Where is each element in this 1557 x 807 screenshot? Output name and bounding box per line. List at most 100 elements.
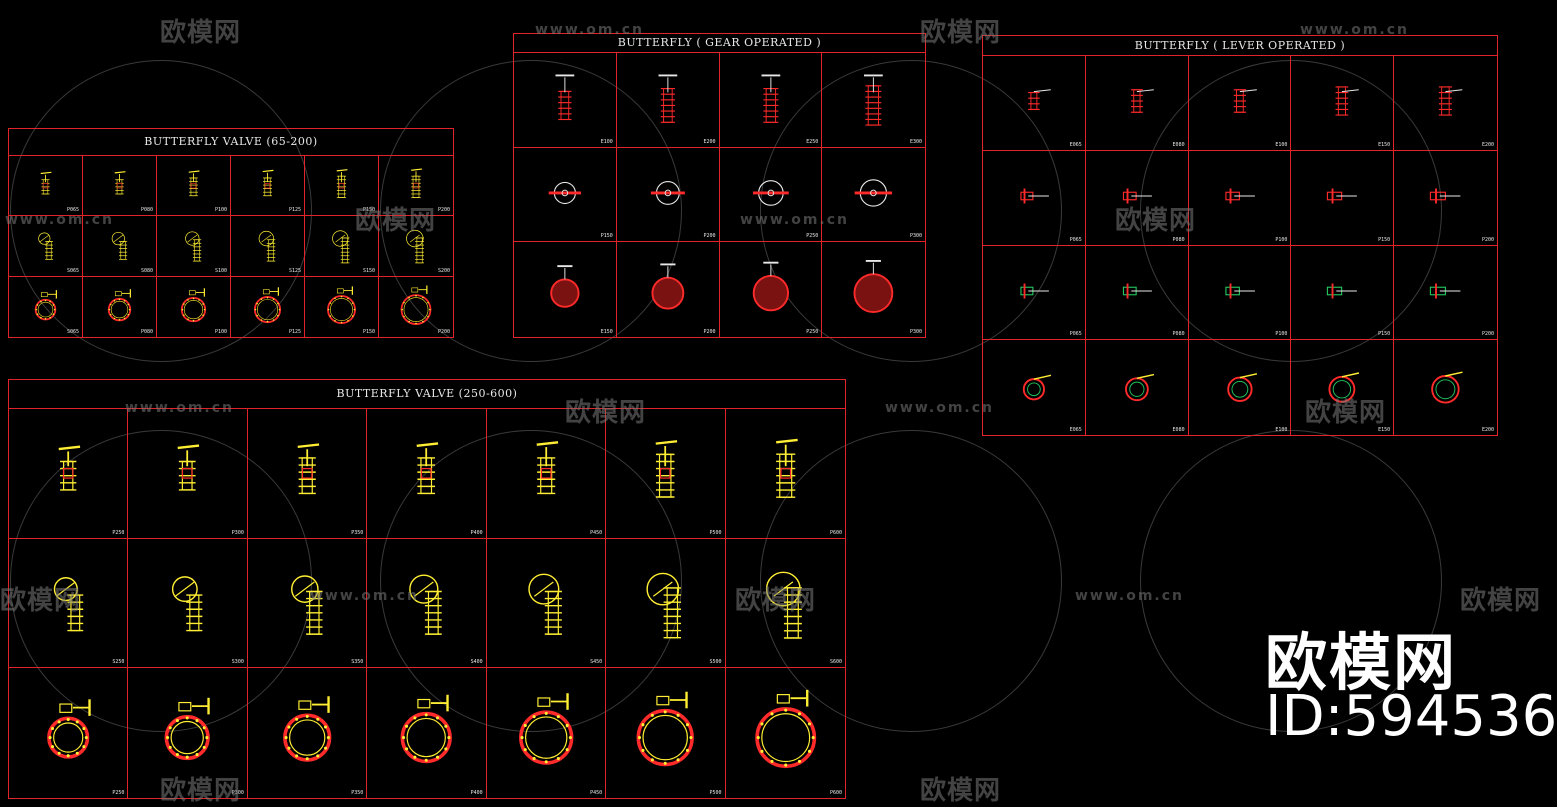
- valve-symbol: [409, 574, 442, 635]
- valve-block-cell: P065: [983, 150, 1086, 246]
- valve-symbol: [765, 571, 802, 639]
- valve-block-cell: E065: [983, 56, 1086, 151]
- valve-block-cell: P350: [247, 409, 368, 539]
- valve-block-cell: P200: [1394, 151, 1497, 246]
- block-label: E100: [600, 138, 613, 145]
- valve-symbol: [854, 178, 893, 207]
- valve-block-cell: P400: [367, 409, 487, 539]
- valve-block-cell: P125: [231, 276, 305, 337]
- block-label: P300: [909, 328, 922, 335]
- block-label: P200: [1481, 331, 1494, 338]
- valve-symbol: [550, 265, 580, 309]
- valve-symbol: [34, 289, 57, 320]
- watermark-url: www.om.cn: [885, 400, 995, 416]
- valve-symbol: [111, 232, 128, 260]
- block-label: E080: [1172, 141, 1185, 148]
- block-label: P065: [1069, 236, 1082, 243]
- valve-block-cell: S300: [128, 538, 248, 669]
- watermark-brand: 欧模网: [160, 18, 242, 48]
- block-label: E080: [1172, 427, 1185, 433]
- block-label: S400: [470, 659, 483, 666]
- valve-block-cell: P080: [1085, 245, 1189, 341]
- valve-symbol: [411, 168, 422, 198]
- block-label: P080: [1172, 331, 1185, 338]
- block-label: P150: [362, 328, 375, 335]
- valve-block-cell: E200: [1394, 56, 1497, 151]
- valve-block-cell: E080: [1085, 56, 1189, 151]
- block-label: P250: [806, 233, 819, 240]
- valve-block-cell: P080: [1085, 150, 1189, 246]
- valve-block-cell: P300: [822, 148, 925, 243]
- valve-block-cell: E150: [1291, 340, 1395, 435]
- block-label: P100: [1275, 236, 1288, 243]
- valve-block-cell: S500: [606, 538, 726, 669]
- block-label: S065: [66, 328, 79, 335]
- valve-symbol: [180, 287, 207, 322]
- block-label: E250: [806, 138, 819, 145]
- valve-symbol: [646, 572, 682, 639]
- valve-symbol: [761, 74, 780, 123]
- valve-symbol: [1130, 89, 1154, 113]
- valve-symbol: [655, 440, 678, 498]
- valve-block-cell: P065: [983, 245, 1086, 341]
- valve-symbol: [336, 169, 348, 198]
- valve-symbol: [188, 170, 200, 197]
- valve-symbol: [1430, 188, 1461, 204]
- valve-block-cell: P150: [514, 147, 617, 243]
- block-label: E100: [1275, 141, 1288, 148]
- valve-block-cell: P300: [128, 668, 248, 798]
- valve-block-cell: P065: [9, 156, 83, 217]
- valve-block-cell: S125: [231, 216, 305, 277]
- valve-symbol: [518, 693, 574, 766]
- valve-block-cell: E300: [822, 53, 925, 148]
- valve-symbol: [650, 180, 685, 205]
- valve-block-cell: S065: [9, 276, 83, 337]
- valve-block-cell: P080: [83, 276, 157, 337]
- valve-symbol: [1122, 188, 1152, 204]
- watermark-brand: 欧模网: [920, 776, 1002, 806]
- valve-block-cell: P500: [606, 668, 726, 798]
- valve-symbol: [178, 444, 200, 491]
- valve-block-cell: P300: [128, 409, 248, 539]
- valve-symbol: [290, 574, 323, 635]
- valve-symbol: [1124, 374, 1154, 402]
- valve-block-cell: E200: [1394, 340, 1497, 435]
- valve-block-cell: P150: [1291, 150, 1395, 246]
- block-label: S065: [66, 267, 79, 274]
- block-label: P500: [709, 790, 722, 796]
- panel-title: BUTTERFLY VALVE (250-600): [9, 380, 845, 409]
- block-label: P600: [829, 790, 842, 796]
- block-label: S500: [709, 659, 722, 666]
- valve-block-cell: E100: [1188, 56, 1292, 151]
- block-label: P100: [1275, 331, 1288, 338]
- block-label: P250: [112, 790, 125, 796]
- valve-block-cell: P100: [157, 276, 231, 337]
- valve-block-cell: E100: [1189, 340, 1292, 435]
- block-label: E200: [703, 138, 716, 145]
- valve-symbol: [864, 74, 883, 126]
- valve-block-cell: P100: [1188, 245, 1292, 341]
- valve-block-cell: P200: [1394, 246, 1497, 341]
- valve-block-cell: S100: [157, 216, 231, 277]
- valve-symbol: [40, 171, 52, 195]
- block-label: P600: [829, 529, 842, 536]
- block-label: P350: [351, 790, 364, 796]
- valve-block-cell: S065: [9, 216, 83, 277]
- block-label: P300: [231, 790, 244, 796]
- valve-block-cell: P250: [720, 242, 823, 337]
- valve-symbol: [406, 230, 425, 264]
- watermark-brand: 欧模网: [1460, 586, 1542, 616]
- valve-symbol: [332, 230, 350, 264]
- valve-symbol: [1430, 283, 1461, 298]
- block-label: P250: [112, 529, 125, 536]
- valve-block-cell: P350: [248, 668, 368, 798]
- valve-symbol: [1020, 283, 1049, 298]
- valve-block-cell: S450: [486, 538, 607, 669]
- valve-block-cell: P200: [379, 156, 453, 217]
- valve-symbol: [165, 698, 211, 761]
- valve-block-cell: E150: [1291, 56, 1395, 151]
